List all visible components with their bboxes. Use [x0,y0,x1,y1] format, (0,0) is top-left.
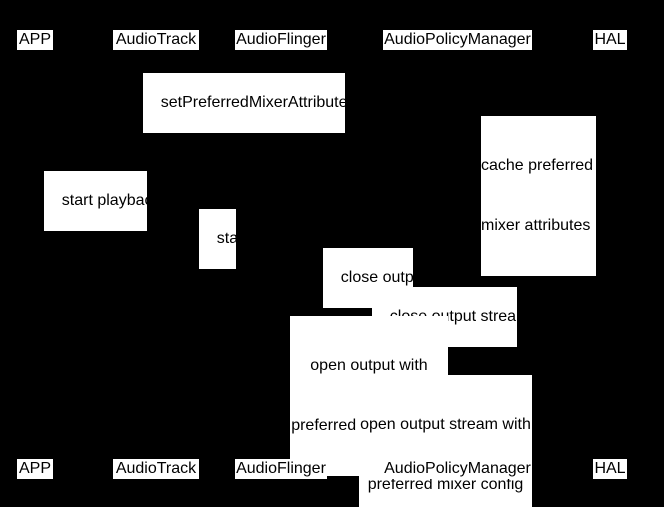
participant-footer-audioflinger[interactable]: AudioFlinger [235,459,327,479]
participant-header-hal[interactable]: HAL [593,30,627,50]
message-line: preferred mixer config [367,476,524,493]
participant-header-audiopolicymanager[interactable]: AudioPolicyManager [383,30,532,50]
message-line: cache preferred [481,157,594,174]
participant-header-app[interactable]: APP [17,30,53,50]
lifeline-audiotrack [156,50,157,479]
message-label-cache-preferred-mixer-attributes: cache preferred mixer attributes [481,116,596,276]
message-label-open-output-stream-with-preferred-mixer-config: open output stream with preferred mixer … [359,375,532,507]
message-arrow-close-output-stream [457,306,611,314]
participant-header-audioflinger[interactable]: AudioFlinger [235,30,327,50]
message-label-start: start [199,209,248,269]
participant-footer-audiopolicymanager[interactable]: AudioPolicyManager [383,459,532,479]
message-line: setPreferredMixerAttributes [160,94,356,111]
lifeline-audioflinger [281,50,282,479]
participant-footer-app[interactable]: APP [17,459,53,479]
participant-footer-audiotrack[interactable]: AudioTrack [113,459,199,479]
message-arrow-cache-preferred-mixer-attributes [457,122,482,152]
message-line: close output [340,269,428,286]
lifeline-app [35,50,36,479]
lifeline-audiopolicymanager [457,50,458,479]
message-line: start playback [61,192,161,209]
message-line: open output stream with [360,416,531,433]
participant-header-audiotrack[interactable]: AudioTrack [113,30,199,50]
lifeline-hal [610,50,611,479]
message-line: mixer attributes [481,217,591,234]
message-line: open output with [310,357,428,374]
message-label-start-playback: start playback [44,171,161,231]
message-line: start [216,230,248,247]
message-label-set-preferred-mixer-attributes: setPreferredMixerAttributes [143,73,356,133]
message-arrow-open-output-stream-with-config [457,414,611,422]
participant-footer-hal[interactable]: HAL [593,459,627,479]
